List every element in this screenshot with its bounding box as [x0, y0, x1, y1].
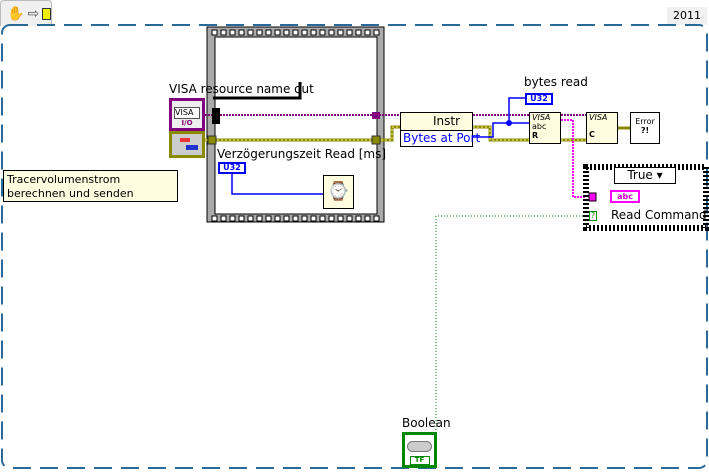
- film-hole: [292, 215, 299, 222]
- boolean-label: Boolean: [402, 416, 451, 430]
- film-hole: [319, 215, 326, 222]
- read-command-label: Read Command: [611, 208, 707, 222]
- film-hole: [328, 215, 335, 222]
- film-hole: [337, 29, 344, 36]
- film-hole: [337, 215, 344, 222]
- film-hole: [265, 215, 272, 222]
- film-hole: [328, 29, 335, 36]
- film-hole: [238, 29, 245, 36]
- wait-ms-node[interactable]: ⌚: [323, 175, 354, 209]
- read-command-indicator[interactable]: abc: [610, 190, 640, 203]
- film-hole: [274, 215, 281, 222]
- version-badge: 2011: [667, 7, 707, 25]
- film-hole: [364, 215, 371, 222]
- film-hole: [247, 215, 254, 222]
- film-hole: [265, 29, 272, 36]
- bytes-at-port-property[interactable]: Bytes at Port: [403, 131, 481, 145]
- film-hole: [256, 215, 263, 222]
- bytes-wire: [473, 97, 529, 138]
- boolean-control[interactable]: TF: [402, 432, 437, 468]
- flat-sequence-structure: [206, 26, 385, 223]
- string-tunnel: [588, 192, 597, 202]
- comment-box: Tracervolumenstrom berechnen und senden: [3, 170, 178, 202]
- delay-constant[interactable]: U32: [218, 162, 246, 174]
- film-hole: [346, 29, 353, 36]
- film-hole: [256, 29, 263, 36]
- error-handler-node[interactable]: Error ?!: [630, 112, 660, 144]
- film-hole: [355, 29, 362, 36]
- film-hole: [355, 215, 362, 222]
- visa-label: VISA resource name out: [169, 82, 314, 96]
- film-hole: [373, 215, 380, 222]
- watch-icon: ⌚: [327, 181, 350, 202]
- film-hole: [292, 29, 299, 36]
- case-selector[interactable]: True ▾: [614, 167, 676, 184]
- film-hole: [301, 29, 308, 36]
- film-hole: [211, 29, 218, 36]
- delay-wire: [231, 173, 323, 195]
- film-hole: [283, 29, 290, 36]
- toolbar: ✋ ⇨: [0, 0, 52, 26]
- wire-junction: [506, 120, 512, 126]
- film-hole: [220, 29, 227, 36]
- film-hole: [238, 215, 245, 222]
- visa-close-node[interactable]: VISA C: [586, 112, 618, 144]
- case-selector-terminal: ?: [589, 211, 597, 221]
- film-hole: [247, 29, 254, 36]
- while-loop-frame: [1, 24, 708, 469]
- bytes-read-label: bytes read: [524, 75, 588, 89]
- error-cluster-control[interactable]: [169, 131, 205, 158]
- film-hole: [274, 29, 281, 36]
- film-hole: [310, 29, 317, 36]
- film-hole: [346, 215, 353, 222]
- visa-read-node[interactable]: VISA abc R: [529, 112, 561, 144]
- film-hole: [283, 215, 290, 222]
- visa-tunnel: [372, 112, 380, 119]
- arrow-right-icon[interactable]: ⇨: [27, 5, 40, 22]
- film-hole: [211, 215, 218, 222]
- bytes-read-indicator[interactable]: U32: [525, 93, 553, 105]
- film-hole: [229, 29, 236, 36]
- film-hole: [310, 215, 317, 222]
- film-hole: [364, 29, 371, 36]
- boolean-wire: [435, 215, 589, 432]
- visa-resource-control[interactable]: VISA I/O: [169, 98, 205, 131]
- run-highlight-icon[interactable]: [42, 7, 51, 20]
- error-tunnel: [371, 135, 381, 145]
- film-hole: [319, 29, 326, 36]
- film-hole: [220, 215, 227, 222]
- hand-icon[interactable]: ✋: [7, 5, 25, 22]
- film-hole: [301, 215, 308, 222]
- film-hole: [373, 29, 380, 36]
- delay-label: Verzögerungszeit Read [ms]: [217, 147, 387, 161]
- property-node[interactable]: Instr Bytes at Port: [400, 112, 481, 147]
- film-hole: [229, 215, 236, 222]
